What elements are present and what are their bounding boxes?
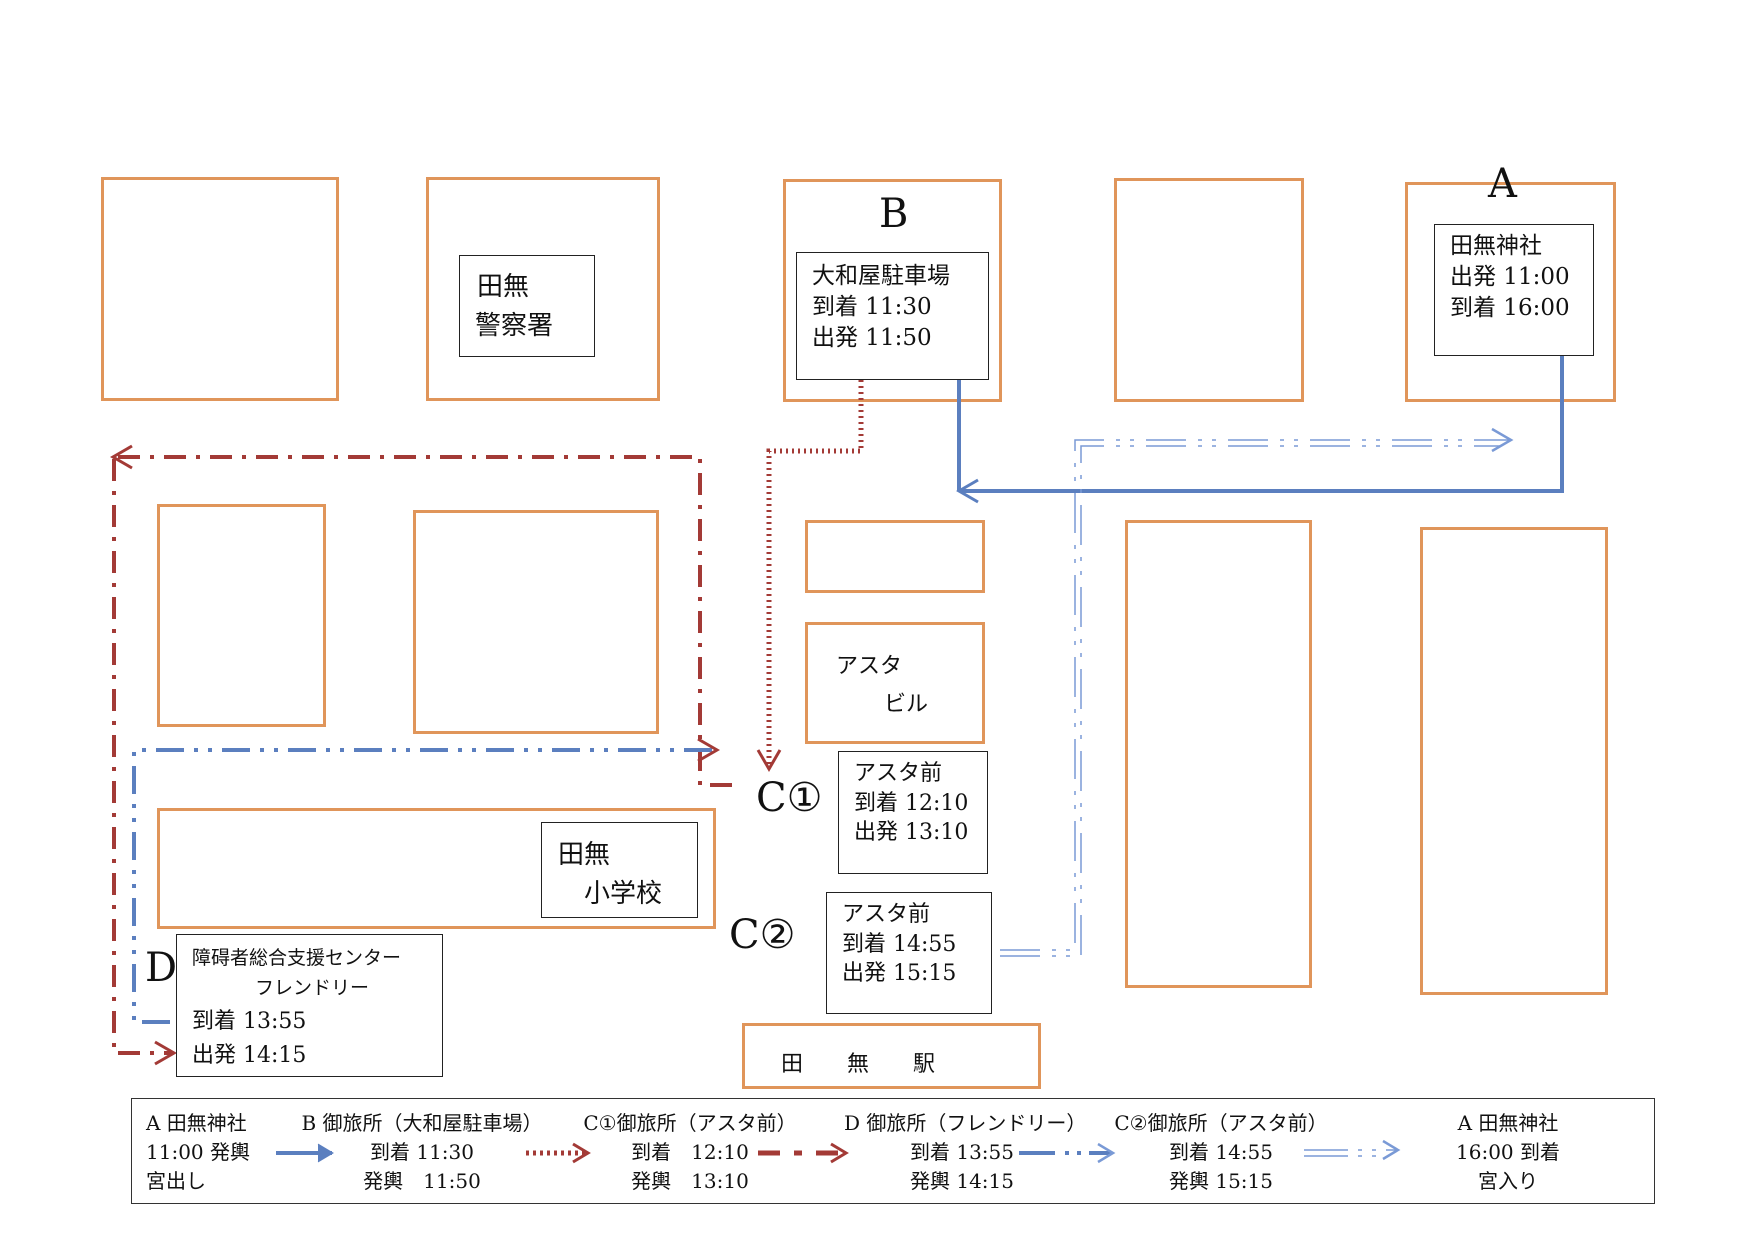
route-leg-a-to-b xyxy=(956,356,1564,504)
label-tanashi-station: 田 無 駅 xyxy=(781,1052,936,1077)
legend-stop-d-depart: 発輿 14:15 xyxy=(910,1169,1014,1193)
city-block xyxy=(1125,520,1312,988)
legend-route-samples xyxy=(276,1139,1401,1164)
legend-stop-a-end-name: A 田無神社 xyxy=(1457,1111,1559,1135)
route-leg-d-to-c2 xyxy=(132,737,720,1024)
label-c2-arrive: 到着 14:55 xyxy=(842,931,957,957)
label-tanashi-elementary-school: 田無 小学校 xyxy=(541,822,698,918)
marker-a: A xyxy=(1488,161,1517,207)
label-shrine-depart: 出発 11:00 xyxy=(1450,264,1570,291)
marker-c1: C① xyxy=(756,775,823,821)
label-asta-building-line1: アスタ xyxy=(836,654,903,679)
marker-b: B xyxy=(879,191,909,237)
city-block xyxy=(1114,178,1304,402)
city-block xyxy=(805,520,985,593)
legend-stop-b-arrive: 到着 11:30 xyxy=(370,1140,474,1164)
city-block xyxy=(1420,527,1608,995)
city-block xyxy=(101,177,339,401)
label-c2-depart: 出発 15:15 xyxy=(842,961,957,987)
marker-c2: C② xyxy=(729,912,796,958)
legend-stop-c1-name: C①御旅所（アスタ前） xyxy=(583,1111,797,1135)
city-block xyxy=(413,510,659,734)
legend-stop-a-start-name: A 田無神社 xyxy=(146,1111,247,1135)
label-friendly-center: 障碍者総合支援センター フレンドリー 到着 13:55 出発 14:15 xyxy=(176,934,443,1077)
label-yamatoya-name: 大和屋駐車場 xyxy=(812,263,950,289)
label-police-line1: 田無 xyxy=(477,272,530,302)
label-shrine-name: 田無神社 xyxy=(1450,233,1542,259)
label-school-line1: 田無 xyxy=(558,840,611,870)
legend-stop-c2-arrive: 到着 14:55 xyxy=(1169,1140,1273,1164)
label-c2-name: アスタ前 xyxy=(842,902,931,927)
label-school-line2: 小学校 xyxy=(584,879,663,909)
legend-stop-b-depart: 発輿 11:50 xyxy=(363,1169,481,1193)
route-leg-c2-to-a xyxy=(1000,427,1514,951)
legend-stop-a-end-note: 宮入り xyxy=(1478,1169,1538,1193)
legend-stop-d: D 御旅所（フレンドリー） 到着 13:55 発輿 14:15 xyxy=(844,1109,1087,1196)
label-police-line2: 警察署 xyxy=(475,311,554,341)
legend-stop-b-name: B 御旅所（大和屋駐車場） xyxy=(301,1111,543,1135)
legend-stop-c2-depart: 発輿 15:15 xyxy=(1169,1169,1273,1193)
label-c1-depart: 出発 13:10 xyxy=(854,820,969,846)
label-c1-name: アスタ前 xyxy=(854,761,943,786)
legend-stop-b: B 御旅所（大和屋駐車場） 到着 11:30 発輿 11:50 xyxy=(297,1109,547,1196)
label-friendly-line1: 障碍者総合支援センター xyxy=(192,947,402,969)
legend-stop-c2: C②御旅所（アスタ前） 到着 14:55 発輿 15:15 xyxy=(1111,1109,1331,1196)
label-asta-front-c2: アスタ前 到着 14:55 出発 15:15 xyxy=(826,892,992,1014)
label-tanashi-shrine: 田無神社 出発 11:00 到着 16:00 xyxy=(1434,224,1594,356)
label-police: 田無 警察署 xyxy=(459,255,595,357)
city-block-asta-building xyxy=(805,622,985,744)
legend-stop-a-start-note: 宮出し xyxy=(146,1169,206,1193)
label-yamatoya-arrive: 到着 11:30 xyxy=(812,294,932,321)
route-leg-c1-to-d xyxy=(110,444,732,787)
label-shrine-arrive: 到着 16:00 xyxy=(1450,295,1570,322)
legend: A 田無神社 11:00 発輿 宮出し B 御旅所（大和屋駐車場） 到着 11:… xyxy=(131,1098,1655,1204)
label-asta-front-c1: アスタ前 到着 12:10 出発 13:10 xyxy=(838,751,988,874)
label-friendly-depart: 出発 14:15 xyxy=(192,1043,307,1068)
legend-stop-d-name: D 御旅所（フレンドリー） xyxy=(844,1111,1087,1135)
marker-d: D xyxy=(145,945,178,991)
legend-stop-d-arrive: 到着 13:55 xyxy=(910,1140,1014,1164)
route-leg-c2-to-a-2 xyxy=(1000,445,1500,957)
legend-stop-c1: C①御旅所（アスタ前） 到着 12:10 発輿 13:10 xyxy=(572,1109,808,1196)
legend-stop-c2-name: C②御旅所（アスタ前） xyxy=(1114,1111,1328,1135)
legend-stop-a-end: A 田無神社 16:00 到着 宮入り xyxy=(1438,1109,1578,1196)
legend-stop-a-start-time: 11:00 発輿 xyxy=(146,1140,250,1164)
legend-stop-c1-depart: 発輿 13:10 xyxy=(631,1169,749,1193)
label-asta-building: アスタ ビル xyxy=(836,648,928,718)
city-block xyxy=(157,504,326,727)
label-yamatoya-depart: 出発 11:50 xyxy=(812,325,932,352)
city-block-station xyxy=(742,1023,1041,1089)
label-yamatoya-parking: 大和屋駐車場 到着 11:30 出発 11:50 xyxy=(796,252,989,380)
label-friendly-arrive: 到着 13:55 xyxy=(192,1009,307,1034)
label-c1-arrive: 到着 12:10 xyxy=(854,790,969,816)
label-friendly-line2: フレンドリー xyxy=(255,977,370,999)
legend-stop-a-end-time: 16:00 到着 xyxy=(1456,1140,1560,1164)
label-asta-building-line2: ビル xyxy=(884,692,929,717)
legend-stop-c1-arrive: 到着 12:10 xyxy=(631,1140,749,1164)
route-leg-c1-to-d-down xyxy=(112,459,177,1066)
legend-stop-a-start: A 田無神社 11:00 発輿 宮出し xyxy=(146,1109,250,1196)
